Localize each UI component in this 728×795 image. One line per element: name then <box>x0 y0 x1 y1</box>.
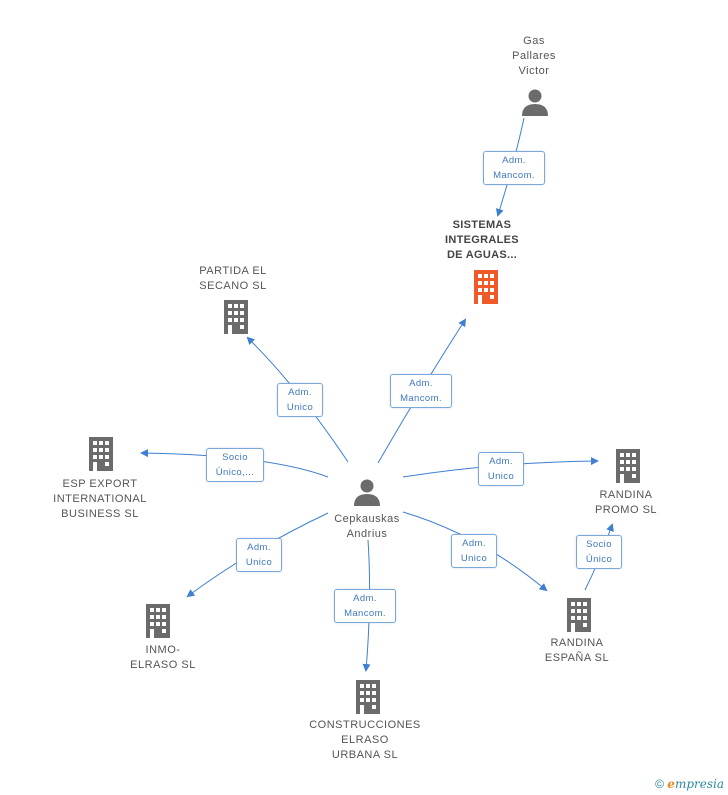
edge-label-cep-to-sistemas[interactable]: Adm. Mancom. <box>390 374 452 408</box>
edge-label-cep-to-espana[interactable]: Adm. Unico <box>451 534 497 568</box>
node-label-sistemas: SISTEMAS INTEGRALES DE AGUAS... <box>445 219 519 261</box>
node-label-randina-espana: RANDINA ESPAÑA SL <box>544 637 610 664</box>
building-icon[interactable] <box>142 604 174 638</box>
node-label-gas-pallares: Gas Pallares Victor <box>512 35 556 77</box>
edge-label-cep-to-partida[interactable]: Adm. Unico <box>277 383 323 417</box>
node-label-cepkauskas: Cepkauskas Andrius <box>334 513 400 540</box>
node-label-partida: PARTIDA EL SECANO SL <box>199 265 267 292</box>
edge-label-espana-to-promo[interactable]: Socio Único <box>576 535 622 569</box>
building-icon[interactable] <box>612 449 644 483</box>
edge-label-gas-to-sistemas[interactable]: Adm. Mancom. <box>483 151 545 185</box>
copyright-symbol: © <box>655 777 664 791</box>
node-label-esp-export: ESP EXPORT INTERNATIONAL BUSINESS SL <box>53 478 147 520</box>
building-icon[interactable] <box>220 300 252 334</box>
brand-name: mpresia <box>674 777 724 791</box>
person-icon[interactable] <box>352 478 382 508</box>
person-icon[interactable] <box>520 88 550 118</box>
edge-label-cep-to-promo[interactable]: Adm. Unico <box>478 452 524 486</box>
building-icon[interactable] <box>85 437 117 471</box>
edge-label-cep-to-esp[interactable]: Socio Único,... <box>206 448 264 482</box>
edge-label-cep-to-inmo[interactable]: Adm. Unico <box>236 538 282 572</box>
edge-label-cep-to-construcciones[interactable]: Adm. Mancom. <box>334 589 396 623</box>
node-label-randina-promo: RANDINA PROMO SL <box>594 489 658 516</box>
node-label-construcciones: CONSTRUCCIONES ELRASO URBANA SL <box>309 719 421 761</box>
building-icon[interactable] <box>563 598 595 632</box>
building-icon[interactable] <box>470 270 502 304</box>
building-icon[interactable] <box>352 680 384 714</box>
node-label-inmo: INMO- ELRASO SL <box>130 644 196 671</box>
footer-brand: © empresia <box>655 777 724 791</box>
brand-initial: e <box>667 777 675 791</box>
